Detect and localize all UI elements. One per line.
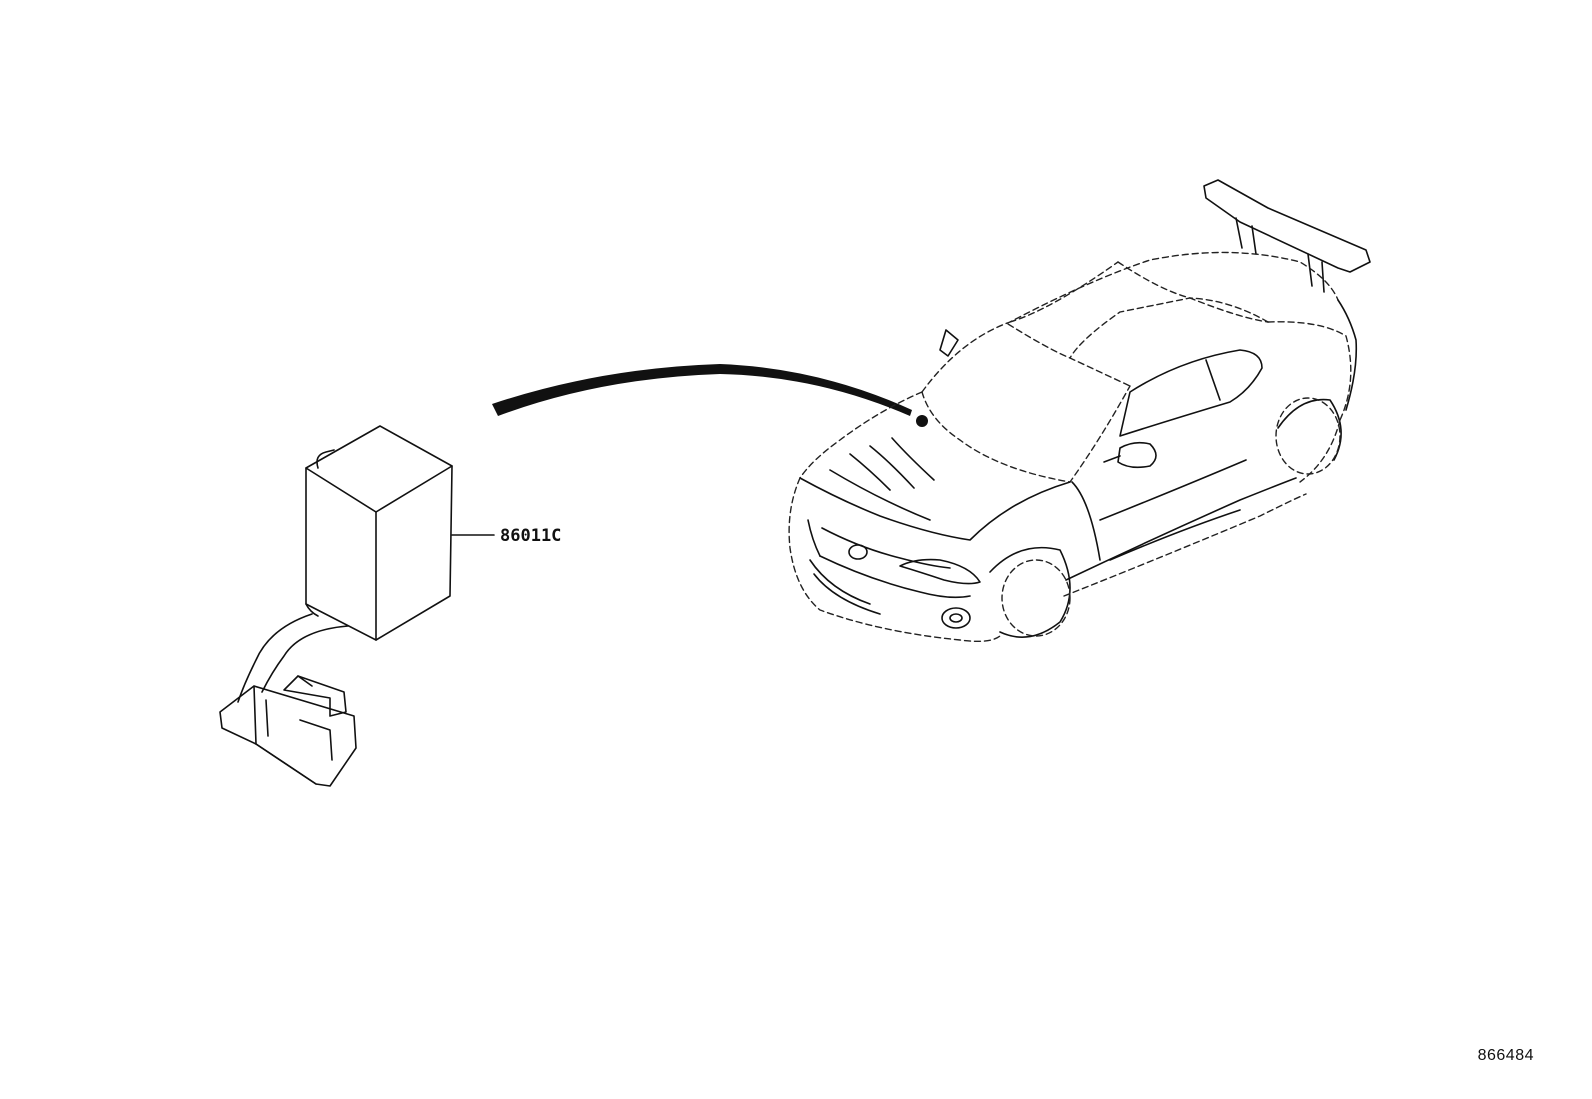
part-number-label: 86011C — [500, 526, 561, 546]
illustration-number: 866484 — [1477, 1047, 1534, 1064]
sports-coupe-outline-icon — [788, 179, 1371, 643]
camera-module-box-icon — [305, 425, 453, 641]
location-arrow-icon — [492, 364, 928, 427]
wire-harness-connector-icon — [219, 613, 357, 787]
